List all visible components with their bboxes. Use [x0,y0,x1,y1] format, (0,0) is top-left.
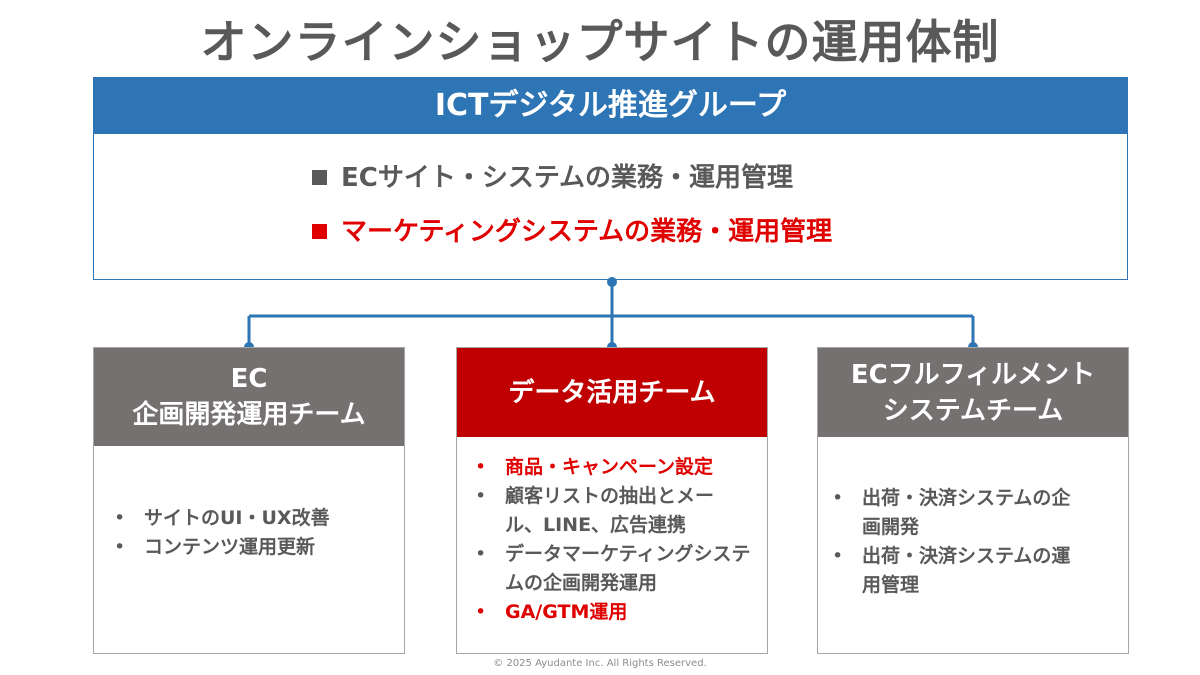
connector-node [607,277,617,287]
team-ec-fulfillment-system: ECフルフィルメント システムチーム 出荷・決済システムの企画開発 出荷・決済シ… [817,347,1129,654]
group-responsibility-text: ECサイト・システムの業務・運用管理 [341,163,794,193]
team-name-line: EC [230,364,268,394]
team-header: データ活用チーム [457,348,767,437]
team-task-list: 出荷・決済システムの企画開発 出荷・決済システムの運用管理 [818,437,1128,600]
team-task-item: 顧客リストの抽出とメール、LINE、広告連携 [475,482,751,540]
square-bullet-icon [312,224,327,239]
group-responsibility-text: マーケティングシステムの業務・運用管理 [341,217,833,247]
group-responsibility-item: ECサイト・システムの業務・運用管理 [312,162,1127,194]
team-task-item: 商品・キャンペーン設定 [475,453,751,482]
team-task-item: 出荷・決済システムの運用管理 [832,542,1088,600]
page-title: オンラインショップサイトの運用体制 [200,15,1000,69]
team-name-line: ECフルフィルメント [850,359,1096,390]
square-bullet-icon [312,170,327,185]
team-task-item: サイトのUI・UX改善 [114,504,404,533]
team-data-utilization: データ活用チーム 商品・キャンペーン設定 顧客リストの抽出とメール、LINE、広… [456,347,768,654]
team-name-line: システムチーム [882,395,1064,426]
group-responsibilities: ECサイト・システムの業務・運用管理 マーケティングシステムの業務・運用管理 [94,134,1127,248]
team-task-item: 出荷・決済システムの企画開発 [832,484,1088,542]
team-task-list: 商品・キャンペーン設定 顧客リストの抽出とメール、LINE、広告連携 データマー… [457,437,767,627]
team-task-item: GA/GTM運用 [475,598,751,627]
team-name-line: 企画開発運用チーム [132,400,366,430]
group-responsibility-item: マーケティングシステムの業務・運用管理 [312,216,1127,248]
team-ec-planning-dev-ops: EC 企画開発運用チーム サイトのUI・UX改善 コンテンツ運用更新 [93,347,405,654]
ict-digital-group-header: ICTデジタル推進グループ [94,78,1127,134]
team-name-line: データ活用チーム [508,377,716,408]
ict-digital-group-box: ICTデジタル推進グループ ECサイト・システムの業務・運用管理 マーケティング… [93,77,1128,280]
team-header: EC 企画開発運用チーム [94,348,404,446]
team-task-item: データマーケティングシステムの企画開発運用 [475,540,751,598]
team-task-item: コンテンツ運用更新 [114,533,404,562]
team-task-list: サイトのUI・UX改善 コンテンツ運用更新 [94,446,404,562]
team-header: ECフルフィルメント システムチーム [818,348,1128,437]
copyright-footer: © 2025 Ayudante Inc. All Rights Reserved… [493,658,707,669]
